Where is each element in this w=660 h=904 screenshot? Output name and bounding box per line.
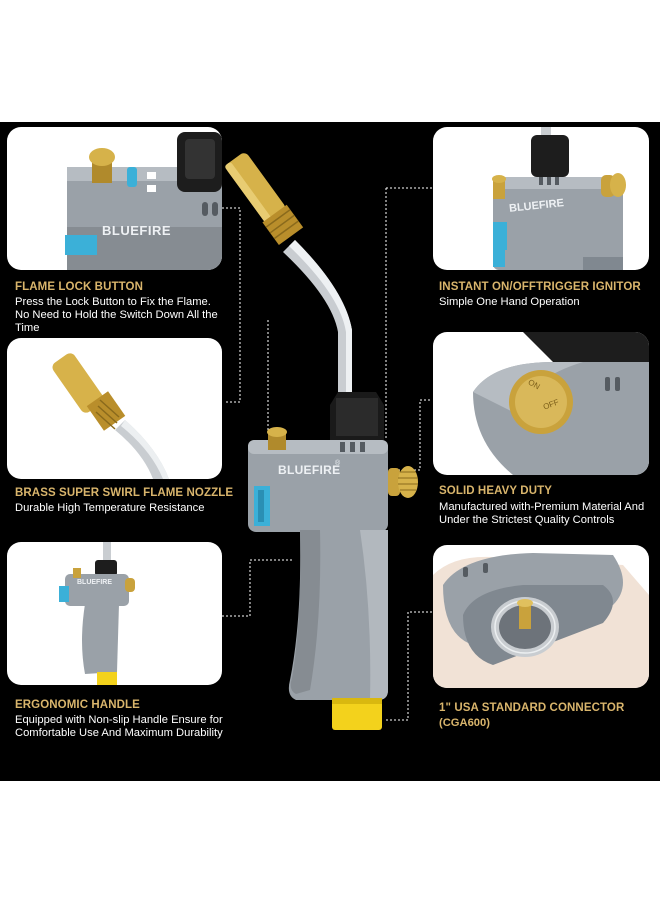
top-margin [0, 0, 660, 122]
connector-card [433, 545, 649, 688]
trigger-ignitor-illustration [492, 127, 626, 270]
main-torch-logo-mark: ® [335, 460, 341, 467]
connector-illustration [433, 553, 649, 688]
ergonomic-handle-card: BLUEFIRE [7, 542, 222, 685]
brass-nozzle-card [7, 338, 222, 479]
feature-desc-heavy-duty: Manufactured with-Premium Material And U… [439, 501, 645, 526]
heavy-duty-card: ON OFF [433, 332, 649, 475]
feature-title-connector: 1" USA STANDARD CONNECTOR [439, 702, 625, 714]
heavy-duty-illustration [473, 332, 649, 475]
feature-title-heavy-duty: SOLID HEAVY DUTY [439, 485, 552, 497]
flame-lock-logo: BLUEFIRE [102, 223, 171, 238]
feature-desc-trigger-ignitor: Simple One Hand Operation [439, 296, 580, 308]
feature-desc-brass-nozzle: Durable High Temperature Resistance [15, 502, 205, 514]
bottom-margin [0, 781, 660, 904]
feature-title-flame-lock: FLAME LOCK BUTTON [15, 281, 143, 293]
feature-title-trigger-ignitor: INSTANT ON/OFFTRIGGER IGNITOR [439, 281, 641, 293]
feature-desc-flame-lock: Press the Lock Button to Fix the Flame. … [15, 296, 218, 334]
main-torch-logo: BLUEFIRE [278, 463, 341, 477]
feature-title-ergonomic-handle: ERGONOMIC HANDLE [15, 699, 140, 711]
flame-lock-illustration [65, 132, 222, 270]
feature-title-brass-nozzle: BRASS SUPER SWIRL FLAME NOZZLE [15, 487, 234, 499]
ergonomic-handle-illustration [59, 542, 135, 685]
feature-desc-ergonomic-handle: Equipped with Non-slip Handle Ensure for… [15, 714, 223, 739]
brass-nozzle-illustration [52, 353, 169, 479]
feature-desc-connector: (CGA600) [439, 717, 490, 729]
trigger-ignitor-card: BLUEFIRE [433, 127, 649, 270]
handle-card-logo: BLUEFIRE [77, 579, 112, 586]
flame-lock-card: BLUEFIRE [7, 127, 222, 270]
